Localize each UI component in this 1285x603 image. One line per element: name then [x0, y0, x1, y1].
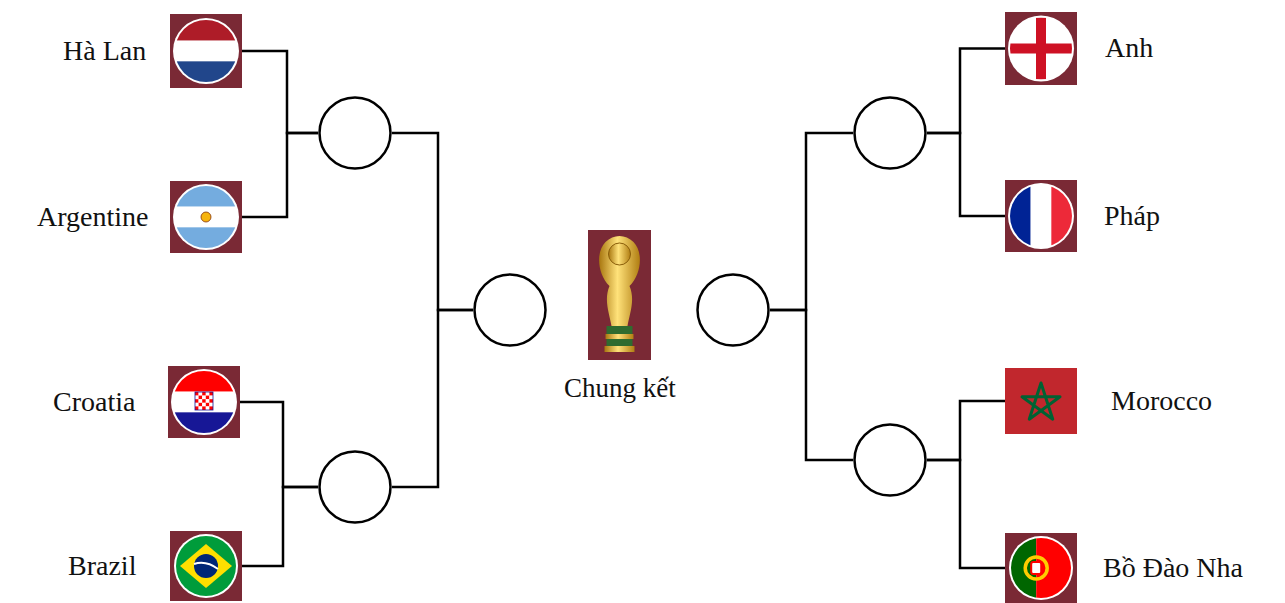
bracket-line: [242, 51, 318, 133]
team-name: Croatia: [53, 387, 135, 418]
bracket-line: [392, 133, 473, 310]
match-circle: [853, 96, 927, 170]
bracket-line: [770, 310, 853, 460]
team-name: Argentine: [37, 202, 148, 233]
bracket-line: [927, 133, 1005, 216]
trophy-icon: [588, 230, 651, 360]
circle-outline: [853, 423, 927, 497]
team-flag: Argentine: [170, 181, 242, 253]
flag-icon: [170, 531, 242, 601]
bracket-line: [242, 487, 318, 566]
team-flag: Hà Lan: [170, 14, 242, 88]
team-flag: Croatia: [168, 366, 240, 438]
bracket-line: [240, 402, 318, 487]
flag-icon: [1005, 12, 1077, 85]
bracket-line: [927, 401, 1005, 460]
team-name: Anh: [1105, 33, 1153, 64]
circle-outline: [473, 273, 547, 347]
flag-icon: [1005, 180, 1077, 252]
bracket-line: [392, 310, 473, 487]
bracket-line: [927, 49, 1005, 134]
match-circle: [318, 96, 392, 170]
stage-label: Chung kết: [564, 374, 676, 404]
circle-outline: [696, 273, 770, 347]
flag-icon: [1005, 533, 1077, 603]
match-circle: [318, 450, 392, 524]
match-circle: [696, 273, 770, 347]
team-flag: Anh: [1005, 12, 1077, 85]
flag-icon: [1005, 368, 1077, 434]
circle-outline: [318, 96, 392, 170]
team-name: Hà Lan: [63, 36, 146, 67]
circle-outline: [318, 450, 392, 524]
team-name: Brazil: [68, 551, 136, 582]
flag-icon: [168, 366, 240, 438]
team-name: Pháp: [1104, 201, 1160, 232]
bracket-line: [770, 133, 853, 310]
team-flag: Brazil: [170, 531, 242, 601]
bracket-line: [242, 133, 318, 217]
team-name: Bồ Đào Nha: [1103, 553, 1243, 584]
circle-outline: [853, 96, 927, 170]
team-flag: Bồ Đào Nha: [1005, 533, 1077, 603]
match-circle: [853, 423, 927, 497]
team-name: Morocco: [1111, 386, 1212, 417]
match-circle: [473, 273, 547, 347]
trophy-box: Chung kết: [588, 230, 651, 360]
bracket-line: [927, 460, 1005, 568]
team-flag: Pháp: [1005, 180, 1077, 252]
flag-icon: [170, 14, 242, 88]
flag-icon: [170, 181, 242, 253]
team-flag: Morocco: [1005, 368, 1077, 434]
